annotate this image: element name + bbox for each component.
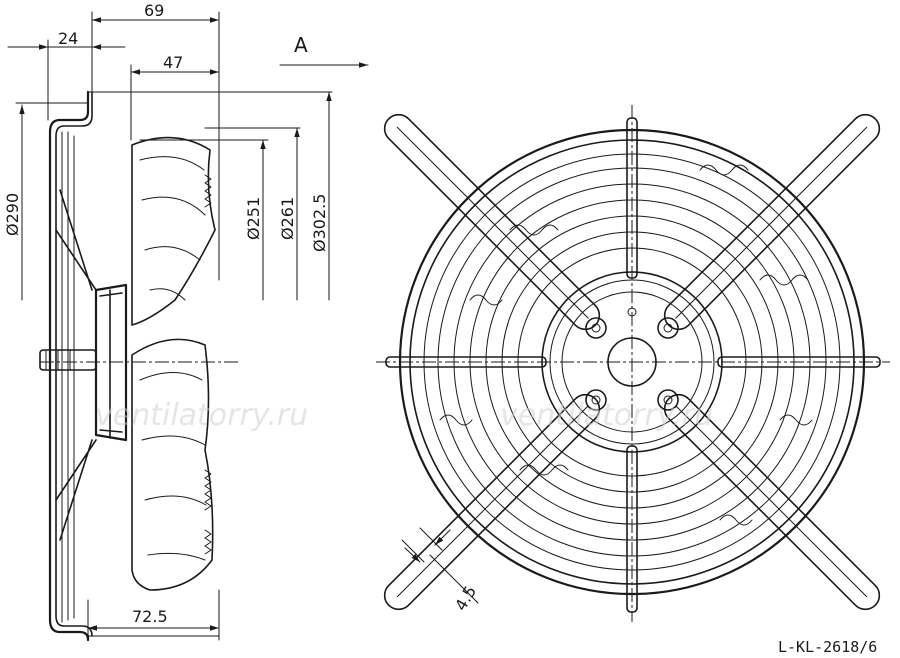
svg-text:A: A: [294, 33, 308, 57]
svg-text:4.5: 4.5: [451, 582, 480, 614]
mount-bolts: [585, 307, 679, 411]
blade-hints: [439, 164, 813, 526]
drawing-code: L-KL-2618/6: [778, 638, 877, 656]
dia-inner: Ø251: [244, 139, 266, 301]
dim-flange-depth: 24: [7, 29, 126, 50]
blade-lower: [131, 338, 214, 591]
view-arrow-a: A: [279, 33, 369, 68]
guard-radial-wires: [385, 117, 881, 613]
dim-bottom-depth: 72.5: [87, 589, 220, 641]
svg-text:Ø251: Ø251: [244, 197, 263, 240]
svg-text:Ø261: Ø261: [278, 197, 297, 240]
dim-overall-depth: 69: [91, 1, 220, 23]
guard-rings: [398, 128, 866, 596]
watermark-left: ventilatorry.ru: [95, 398, 308, 433]
svg-text:72.5: 72.5: [132, 607, 168, 626]
svg-text:24: 24: [58, 29, 78, 48]
svg-text:Ø290: Ø290: [3, 193, 22, 236]
blade-upper: [131, 136, 216, 326]
side-view: 69 24 47 Ø290 Ø251 Ø261: [3, 1, 369, 642]
svg-text:47: 47: [163, 53, 183, 72]
watermark-right: ventilatorry.ru: [500, 398, 713, 433]
mounting-struts: [383, 113, 881, 611]
svg-text:69: 69: [144, 1, 164, 20]
dia-blade: Ø261: [278, 127, 300, 301]
dia-outer: Ø302.5: [310, 91, 332, 301]
svg-text:Ø302.5: Ø302.5: [310, 194, 329, 252]
dim-blade-depth: 47: [130, 53, 220, 75]
dia-ring: Ø290: [3, 102, 89, 301]
front-view: 4.5: [376, 105, 890, 622]
